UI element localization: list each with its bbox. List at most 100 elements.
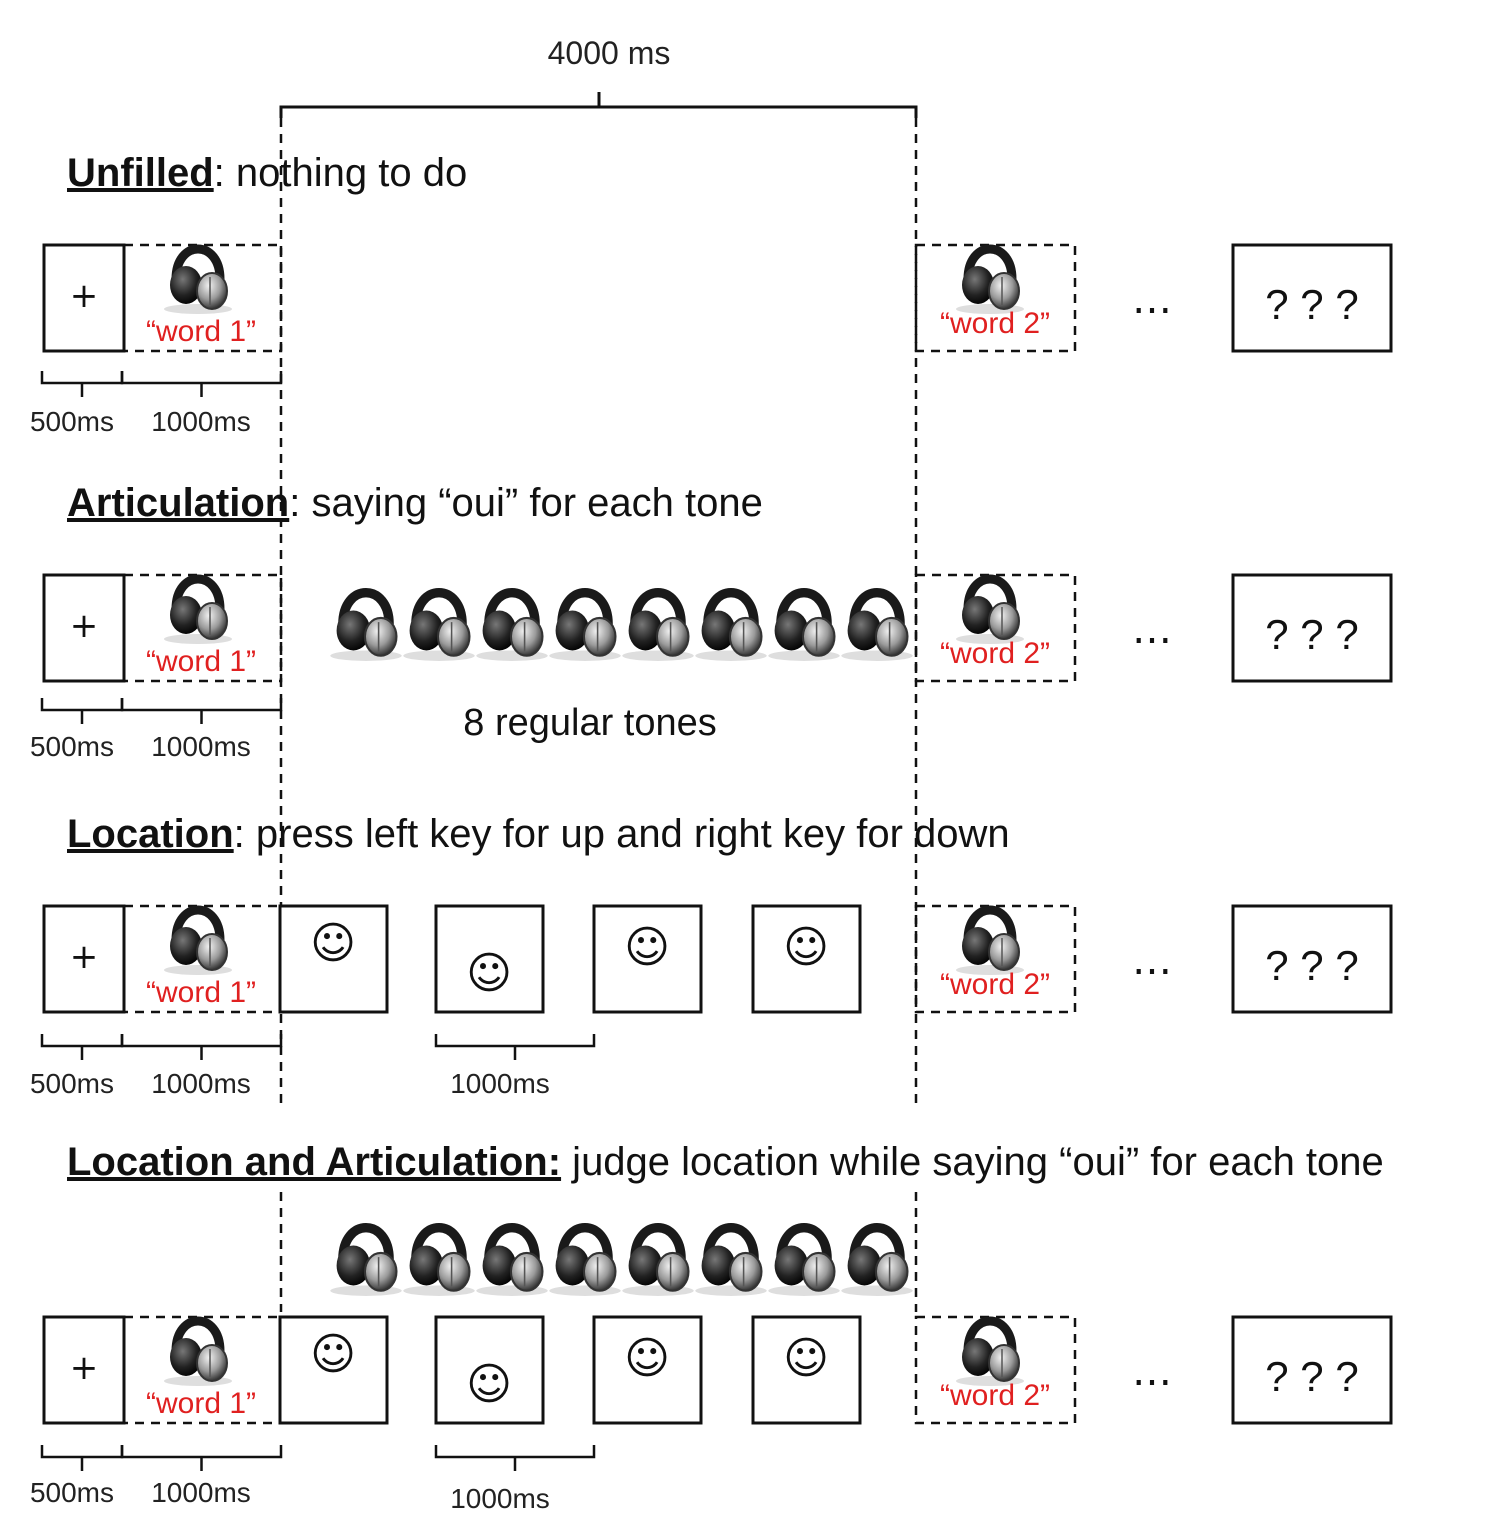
word-duration-bracket	[120, 1034, 283, 1060]
ellipsis: …	[1132, 938, 1172, 984]
location-box	[278, 904, 389, 1014]
word2-box	[914, 573, 1077, 683]
fixation-duration-label: 500ms	[30, 731, 114, 762]
word-duration-label: 1000ms	[151, 731, 251, 762]
smiley-duration-bracket	[434, 1034, 596, 1060]
fixation-cross: +	[70, 276, 99, 316]
headphones-icon	[164, 910, 232, 975]
smiley-icon: ☺	[466, 1359, 512, 1410]
word1-label: “word 1”	[146, 1387, 256, 1420]
location-box	[592, 1315, 703, 1425]
smiley-icon: ☺	[466, 948, 512, 999]
word1-box	[122, 243, 283, 353]
headphones-icon	[841, 1228, 912, 1296]
question-marks: ? ? ?	[1265, 1353, 1358, 1400]
condition-title-location: Location: press left key for up and righ…	[67, 812, 1010, 856]
headphones-icon	[164, 1321, 232, 1386]
headphones-icon	[768, 593, 839, 661]
location-box	[434, 904, 545, 1014]
headphones-icon	[330, 1228, 401, 1296]
fixation-duration-bracket	[40, 698, 124, 724]
fixation-cross: +	[70, 606, 99, 646]
word1-label: “word 1”	[146, 315, 256, 348]
word2-label: “word 2”	[940, 1379, 1050, 1412]
fixation-cross: +	[70, 937, 99, 977]
word-duration-bracket	[120, 698, 283, 724]
headphones-icon	[403, 593, 474, 661]
headphones-icon	[956, 1321, 1024, 1386]
smiley-duration-label: 1000ms	[450, 1068, 550, 1099]
location-box	[592, 904, 703, 1014]
headphones-icon	[549, 593, 620, 661]
question-marks: ? ? ?	[1265, 281, 1358, 328]
fixation-duration-bracket	[40, 1034, 124, 1060]
location-box	[751, 1315, 862, 1425]
response-box	[1231, 243, 1393, 353]
location-box	[434, 1315, 545, 1425]
word-duration-bracket	[120, 1445, 283, 1471]
ellipsis: …	[1132, 607, 1172, 653]
fixation-duration-label: 500ms	[30, 406, 114, 437]
headphones-icon	[622, 593, 693, 661]
smiley-icon: ☺	[624, 922, 670, 973]
smiley-duration-label: 1000ms	[450, 1483, 550, 1514]
fixation-box	[42, 243, 126, 353]
smiley-icon: ☺	[783, 1333, 829, 1384]
ellipsis: …	[1132, 1349, 1172, 1395]
question-marks: ? ? ?	[1265, 942, 1358, 989]
word1-label: “word 1”	[146, 645, 256, 678]
location-box	[278, 1315, 389, 1425]
headphones-icon	[164, 249, 232, 314]
headphones-icon	[549, 1228, 620, 1296]
headphones-icon	[330, 593, 401, 661]
fixation-box	[42, 1315, 126, 1425]
smiley-icon: ☺	[783, 922, 829, 973]
word-duration-label: 1000ms	[151, 406, 251, 437]
total-interval-label: 4000 ms	[548, 35, 671, 71]
headphones-icon	[695, 1228, 766, 1296]
smiley-duration-bracket	[434, 1445, 596, 1471]
ellipsis: …	[1132, 277, 1172, 323]
word2-label: “word 2”	[940, 307, 1050, 340]
smiley-icon: ☺	[310, 918, 356, 969]
fixation-duration-bracket	[40, 371, 124, 397]
headphones-icon	[164, 579, 232, 644]
word2-box	[914, 904, 1077, 1014]
headphones-icon	[476, 1228, 547, 1296]
word-duration-bracket	[120, 371, 283, 397]
word2-box	[914, 1315, 1077, 1425]
question-marks: ? ? ?	[1265, 611, 1358, 658]
fixation-duration-bracket	[40, 1445, 124, 1471]
word-duration-label: 1000ms	[151, 1477, 251, 1508]
total-interval-bracket	[279, 92, 918, 118]
word2-label: “word 2”	[940, 637, 1050, 670]
headphones-icon	[403, 1228, 474, 1296]
word2-label: “word 2”	[940, 968, 1050, 1001]
fixation-cross: +	[70, 1348, 99, 1388]
response-box	[1231, 573, 1393, 683]
condition-title-location-articulation: Location and Articulation: judge locatio…	[67, 1140, 1384, 1184]
condition-title-articulation: Articulation: saying “oui” for each tone	[67, 481, 763, 525]
headphones-icon	[476, 593, 547, 661]
headphones-icon	[841, 593, 912, 661]
headphones-icon	[695, 593, 766, 661]
word1-label: “word 1”	[146, 976, 256, 1009]
tones-label: 8 regular tones	[463, 702, 717, 744]
location-box	[751, 904, 862, 1014]
headphones-icon	[956, 249, 1024, 314]
fixation-duration-label: 500ms	[30, 1068, 114, 1099]
smiley-icon: ☺	[624, 1333, 670, 1384]
word-duration-label: 1000ms	[151, 1068, 251, 1099]
response-box	[1231, 1315, 1393, 1425]
headphones-icon	[622, 1228, 693, 1296]
condition-title-unfilled: Unfilled: nothing to do	[67, 151, 467, 195]
response-box	[1231, 904, 1393, 1014]
fixation-box	[42, 904, 126, 1014]
headphones-icon	[768, 1228, 839, 1296]
headphones-icon	[956, 579, 1024, 644]
smiley-icon: ☺	[310, 1329, 356, 1380]
fixation-duration-label: 500ms	[30, 1477, 114, 1508]
word2-box	[914, 243, 1077, 353]
